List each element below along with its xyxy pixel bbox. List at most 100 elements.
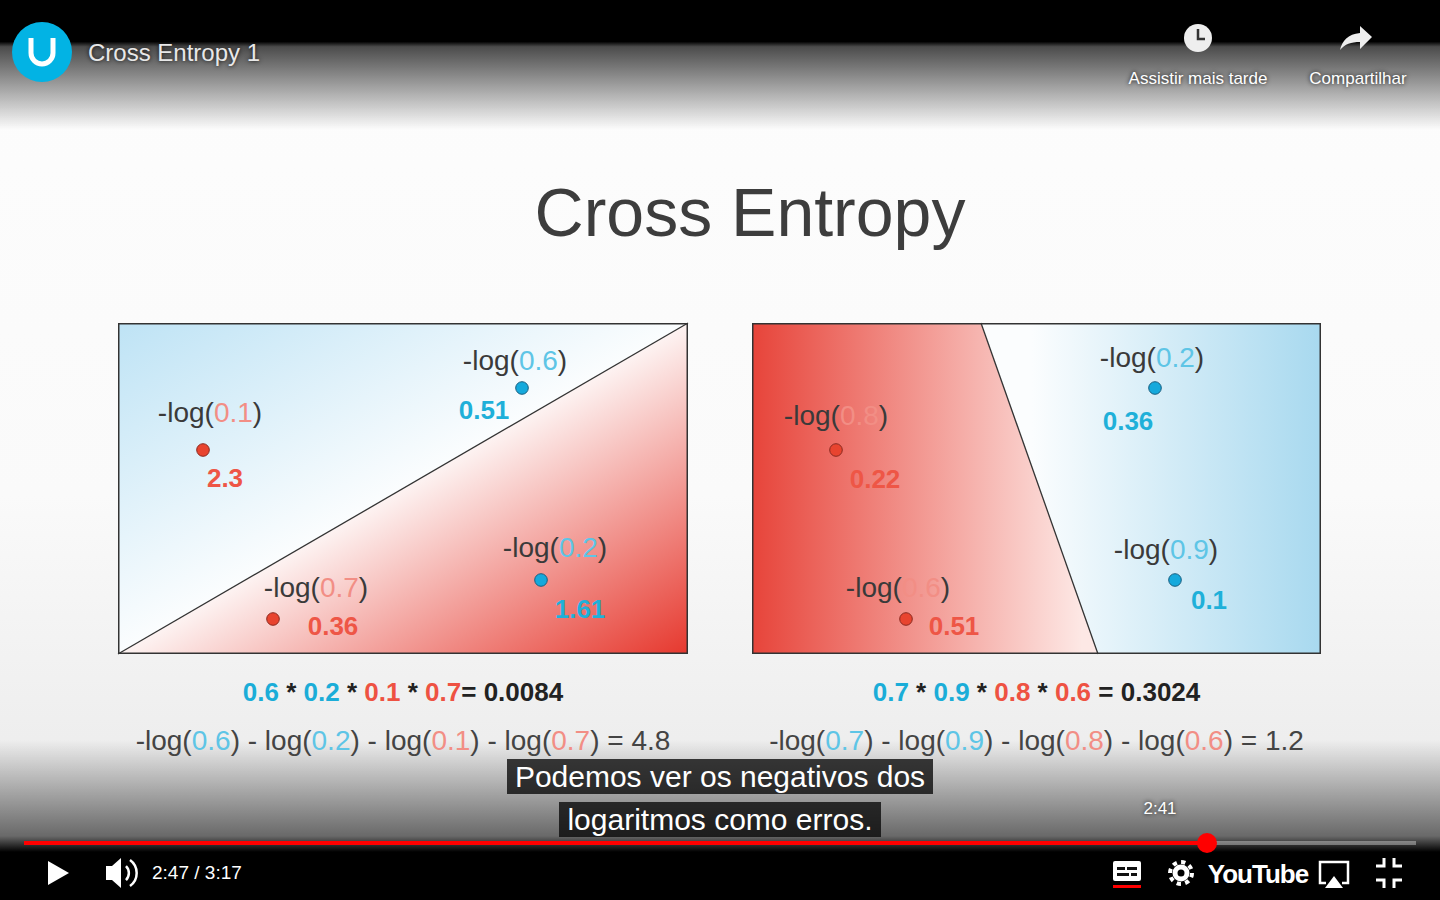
- text-part: ): [879, 400, 888, 431]
- text-part: *: [340, 677, 365, 707]
- number: 0.7: [425, 677, 461, 707]
- number: 0.6: [1055, 677, 1091, 707]
- number: 0.8: [840, 400, 879, 431]
- number: 0.3024: [1121, 677, 1201, 707]
- region-shape: [752, 323, 1321, 654]
- point-circle: [516, 382, 529, 395]
- text-part: ): [558, 345, 567, 376]
- number: 0.7: [873, 677, 909, 707]
- number: 0.6: [519, 345, 558, 376]
- number: 0.2: [304, 677, 340, 707]
- text-part: -log(: [784, 400, 840, 431]
- log-expression: -log(0.1): [158, 399, 262, 427]
- number: 0.9: [945, 725, 984, 756]
- text-part: ) =: [590, 725, 631, 756]
- point-circle: [535, 574, 548, 587]
- text-part: *: [400, 677, 425, 707]
- boundary-line: [118, 323, 688, 654]
- log-expression: -log(0.8): [784, 402, 888, 430]
- point-dot: [1168, 573, 1182, 587]
- text-part: ) - log(: [350, 725, 431, 756]
- text-part: ): [1209, 534, 1218, 565]
- error-value: 0.36: [308, 613, 359, 639]
- label-slot: YouTube: [1208, 861, 1308, 887]
- number: 0.2: [312, 725, 351, 756]
- text-part: -log(: [1114, 534, 1170, 565]
- data-point: -log(0.6)0.51: [515, 381, 529, 395]
- number: 0.1: [431, 725, 470, 756]
- log-expression: -log(0.9): [1114, 536, 1218, 564]
- text-part: ): [359, 572, 368, 603]
- text-part: -log(: [769, 725, 825, 756]
- label-slot: 2:47 / 3:17: [152, 863, 242, 882]
- number: 0.6: [902, 572, 941, 603]
- text-part: ) - log(: [984, 725, 1065, 756]
- data-point: -log(0.7)0.36: [266, 612, 280, 626]
- point-circle: [1149, 382, 1162, 395]
- point-dot: [266, 612, 280, 626]
- probability-product: 0.7 * 0.9 * 0.8 * 0.6 = 0.3024: [873, 679, 1201, 705]
- log-expression: -log(0.6): [846, 574, 950, 602]
- log-expression: -log(0.6): [463, 347, 567, 375]
- data-point: -log(0.2)1.61: [534, 573, 548, 587]
- region-border: [753, 324, 1321, 654]
- watch-later-label: Assistir mais tarde: [1129, 69, 1268, 88]
- number: 0.0084: [484, 677, 564, 707]
- label-slot: Compartilhar: [1309, 70, 1406, 87]
- point-dot: [899, 612, 913, 626]
- progress-handle: [1197, 833, 1217, 853]
- text-part: -log(: [503, 532, 559, 563]
- number: 0.7: [825, 725, 864, 756]
- number: 0.2: [1156, 342, 1195, 373]
- text-part: -log(: [463, 345, 519, 376]
- play-icon: [48, 861, 69, 885]
- region-border: [119, 324, 688, 654]
- channel-logo: [12, 22, 72, 82]
- text-part: ): [253, 397, 262, 428]
- number: 0.8: [1065, 725, 1104, 756]
- data-point: -log(0.1)2.3: [196, 443, 210, 457]
- error-value: 0.51: [929, 613, 980, 639]
- youtube-logo: YouTube: [1208, 859, 1308, 889]
- blue-region: [981, 323, 1321, 654]
- label-slot: Assistir mais tarde: [1129, 70, 1268, 87]
- data-point: -log(0.9)0.1: [1168, 573, 1182, 587]
- blue-region: [118, 323, 688, 654]
- text-part: -log(: [264, 572, 320, 603]
- point-circle: [1169, 574, 1182, 587]
- point-circle: [267, 613, 280, 626]
- text-part: -log(: [136, 725, 192, 756]
- probability-product: 0.6 * 0.2 * 0.1 * 0.7= 0.0084: [243, 679, 563, 705]
- data-point: -log(0.6)0.51: [899, 612, 913, 626]
- number: 0.7: [551, 725, 590, 756]
- error-value: 0.1: [1191, 587, 1227, 613]
- error-value: 0.22: [850, 466, 901, 492]
- error-value: 1.61: [555, 596, 606, 622]
- text-part: ) - log(: [231, 725, 312, 756]
- error-value: 2.3: [207, 465, 243, 491]
- number: 0.2: [559, 532, 598, 563]
- preview-time: 2:41: [1143, 799, 1176, 818]
- text-part: ) - log(: [1104, 725, 1185, 756]
- settings-icon: [1170, 862, 1192, 884]
- boundary-line: [981, 323, 1098, 654]
- number: 0.7: [320, 572, 359, 603]
- cross-entropy-sum: -log(0.6) - log(0.2) - log(0.1) - log(0.…: [136, 727, 671, 755]
- point-circle: [197, 444, 210, 457]
- progress-played: [24, 841, 1207, 845]
- point-dot: [829, 443, 843, 457]
- text-part: *: [279, 677, 304, 707]
- number: 1.2: [1265, 725, 1304, 756]
- log-expression: -log(0.7): [264, 574, 368, 602]
- label-slot: 2:41: [1143, 800, 1176, 817]
- text-part: *: [909, 677, 934, 707]
- point-dot: [1148, 381, 1162, 395]
- number: 0.8: [994, 677, 1030, 707]
- bottom-shade: [0, 740, 1440, 900]
- number: 0.9: [933, 677, 969, 707]
- classification-region: 0.7 * 0.9 * 0.8 * 0.6 = 0.3024-log(0.7) …: [752, 323, 1321, 654]
- cross-entropy-sum: -log(0.7) - log(0.9) - log(0.8) - log(0.…: [769, 727, 1304, 755]
- error-value: 0.36: [1103, 408, 1154, 434]
- airplay-icon: [1320, 862, 1348, 888]
- text-part: -log(: [846, 572, 902, 603]
